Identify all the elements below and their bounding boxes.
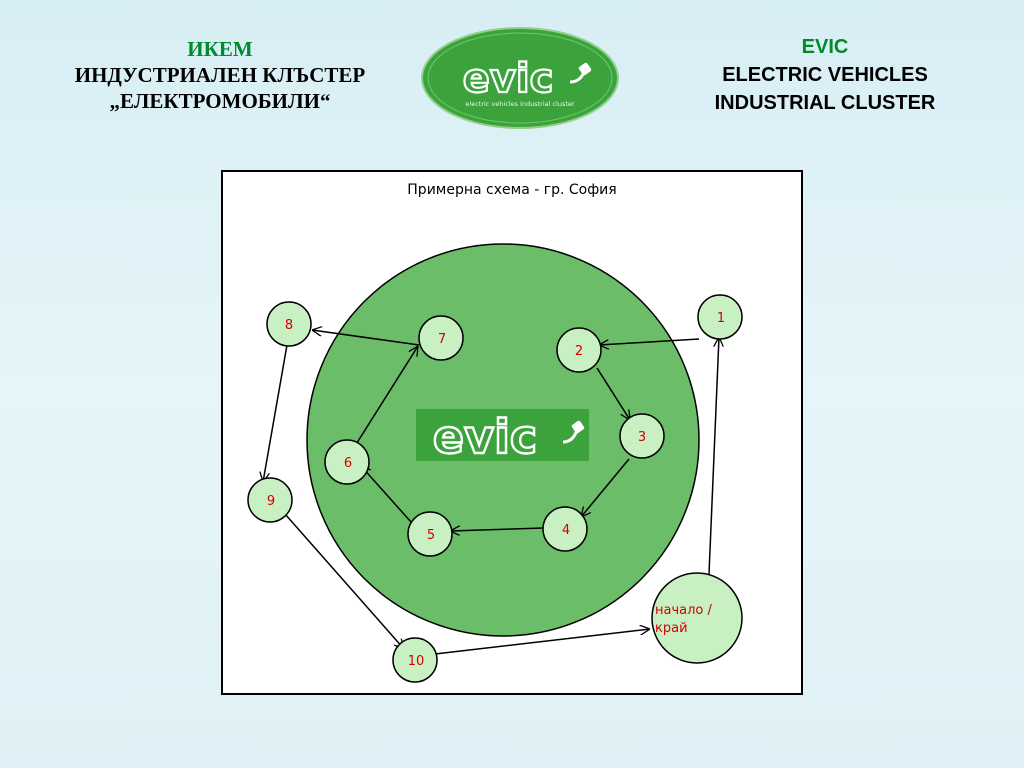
header-left: ИКЕМ ИНДУСТРИАЛЕН КЛЪСТЕР „ЕЛЕКТРОМОБИЛИ… bbox=[40, 36, 400, 114]
node-3-label: 3 bbox=[638, 430, 646, 445]
node-6 bbox=[324, 439, 370, 485]
header-right-line1: ELECTRIC VEHICLES bbox=[722, 64, 928, 86]
plug-icon bbox=[562, 420, 585, 444]
evic-logo: evic electric vehicles industrial cluste… bbox=[420, 26, 620, 130]
header-left-acronym: ИКЕМ bbox=[187, 37, 253, 61]
node-start-end bbox=[651, 572, 743, 664]
plug-icon bbox=[569, 62, 592, 84]
node-2-label: 2 bbox=[575, 344, 583, 359]
node-2 bbox=[556, 327, 602, 373]
arrow-5-to-6 bbox=[361, 466, 412, 523]
logo-tagline: electric vehicles industrial cluster bbox=[465, 100, 575, 108]
arrow-4-to-5 bbox=[450, 528, 544, 531]
node-9 bbox=[247, 477, 293, 523]
center-logo-wordmark: evic bbox=[433, 410, 537, 464]
node-5-label: 5 bbox=[427, 528, 435, 543]
node-5 bbox=[407, 511, 453, 557]
node-start-label-line1: начало / bbox=[655, 603, 713, 618]
node-7 bbox=[418, 315, 464, 361]
arrow-start-to-1 bbox=[708, 337, 719, 575]
header-right: EVIC ELECTRIC VEHICLES INDUSTRIAL CLUSTE… bbox=[660, 33, 990, 117]
node-7-label: 7 bbox=[438, 332, 446, 347]
node-4 bbox=[542, 506, 588, 552]
route-scheme: Примерна схема - гр. София evic bbox=[221, 170, 803, 695]
node-8 bbox=[266, 301, 312, 347]
node-8-label: 8 bbox=[285, 318, 293, 333]
arrow-3-to-4 bbox=[581, 458, 630, 517]
arrow-1-to-2 bbox=[599, 338, 700, 345]
arrow-9-to-10 bbox=[284, 513, 404, 649]
header-right-line2: INDUSTRIAL CLUSTER bbox=[714, 92, 936, 114]
logo-wordmark: evic bbox=[463, 56, 554, 102]
node-10-label: 10 bbox=[408, 654, 425, 669]
node-3 bbox=[619, 413, 665, 459]
node-1 bbox=[697, 294, 743, 340]
header-left-line1: ИНДУСТРИАЛЕН КЛЪСТЕР bbox=[74, 63, 366, 87]
route-arrows bbox=[263, 330, 719, 655]
arrow-6-to-7 bbox=[354, 346, 418, 447]
node-4-label: 4 bbox=[562, 523, 570, 538]
arrow-10-to-start bbox=[434, 629, 650, 655]
center-evic-logo: evic bbox=[416, 409, 589, 465]
node-1-label: 1 bbox=[717, 311, 725, 326]
node-10 bbox=[392, 637, 438, 683]
header-left-line2: „ЕЛЕКТРОМОБИЛИ“ bbox=[109, 89, 331, 113]
node-6-label: 6 bbox=[344, 456, 352, 471]
node-9-label: 9 bbox=[267, 494, 275, 509]
node-start-label-line2: край bbox=[655, 621, 688, 636]
scheme-title: Примерна схема - гр. София bbox=[407, 182, 617, 198]
arrow-7-to-8 bbox=[312, 330, 420, 346]
arrow-8-to-9 bbox=[263, 344, 288, 482]
arrow-2-to-3 bbox=[596, 367, 630, 420]
header-right-acronym: EVIC bbox=[801, 36, 849, 58]
